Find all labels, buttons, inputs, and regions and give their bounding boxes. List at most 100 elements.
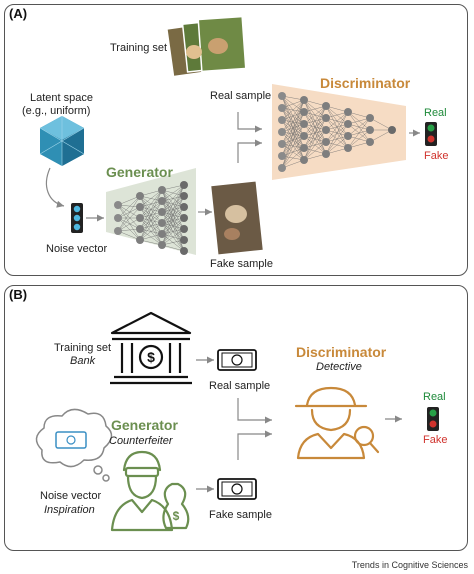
network-node (180, 192, 188, 200)
network-node (180, 214, 188, 222)
network-node (300, 144, 308, 152)
real-fake-indicator-b (427, 407, 439, 431)
network-edge (303, 129, 327, 161)
network-node (300, 108, 308, 116)
network-node (278, 164, 286, 172)
network-edge (117, 195, 141, 232)
fake-label-b: Fake (423, 434, 448, 446)
bank-icon (110, 311, 192, 385)
training-set-images (166, 15, 247, 78)
network-edge (161, 195, 185, 246)
journal-credit: Trends in Cognitive Sciences (351, 560, 468, 570)
network-edge (281, 99, 305, 157)
network-node (180, 236, 188, 244)
network-node (366, 138, 374, 146)
network-edge (161, 217, 185, 246)
network-edge (281, 99, 305, 145)
noise-vector-a (71, 203, 83, 233)
network-node (366, 126, 374, 134)
network-edge (281, 123, 305, 169)
network-node (114, 227, 122, 235)
network-node (300, 96, 308, 104)
fake-sample-label-a: Fake sample (210, 258, 273, 270)
network-edge (369, 117, 393, 131)
network-edge (139, 211, 163, 241)
network-edge (303, 141, 327, 161)
network-edge (117, 217, 141, 232)
latent-to-noise-arrow (45, 167, 65, 208)
network-edge (117, 204, 141, 241)
network-node (278, 92, 286, 100)
real-sample-label-b: Real sample (209, 380, 271, 392)
network-node (322, 126, 330, 134)
network-edge (139, 189, 163, 208)
network-node (158, 241, 166, 249)
network-edge (161, 228, 185, 246)
network-edge (281, 135, 305, 169)
counterfeiter-icon (110, 450, 190, 532)
network-node (136, 225, 144, 233)
network-node (278, 140, 286, 148)
latent-space-example: (e.g., uniform) (22, 105, 91, 117)
real-fake-indicator-a (425, 122, 437, 146)
network-edge (303, 105, 327, 149)
network-node (344, 144, 352, 152)
network-edge (139, 189, 163, 241)
inspiration-thought-bubble (35, 408, 113, 482)
generator-title-b: Generator (111, 417, 178, 433)
network-node (180, 225, 188, 233)
network-edge (281, 147, 305, 169)
network-edge (369, 129, 393, 143)
counterfeiter-label: Counterfeiter (109, 435, 173, 447)
real-banknote-icon (217, 349, 257, 371)
latent-space-label: Latent space (30, 92, 93, 104)
network-edge (303, 105, 327, 125)
network-edge (139, 222, 163, 241)
network-node (136, 203, 144, 211)
network-node (322, 114, 330, 122)
training-set-label-a: Training set (110, 42, 168, 54)
detective-label: Detective (316, 361, 362, 373)
network-node (344, 120, 352, 128)
network-node (158, 186, 166, 194)
generator-network (114, 181, 188, 255)
network-node (300, 120, 308, 128)
network-edge (303, 105, 327, 161)
network-edge (325, 111, 349, 155)
network-node (158, 197, 166, 205)
network-edge (139, 200, 163, 241)
network-node (278, 116, 286, 124)
network-node (278, 128, 286, 136)
network-node (322, 150, 330, 158)
discriminator-title-b: Discriminator (296, 344, 387, 360)
network-node (388, 126, 396, 134)
network-edge (161, 206, 185, 246)
panel-a-label: (A) (9, 6, 28, 21)
fake-banknote-icon (217, 478, 257, 500)
network-edge (347, 117, 371, 137)
network-node (344, 132, 352, 140)
network-edge (325, 111, 349, 131)
network-node (300, 156, 308, 164)
network-edge (117, 217, 141, 241)
bank-label: Bank (70, 355, 96, 367)
network-edge (347, 129, 371, 149)
discriminator-title-a: Discriminator (320, 75, 411, 91)
network-node (278, 152, 286, 160)
inspiration-banknote-icon (55, 431, 87, 449)
network-node (180, 247, 188, 255)
network-node (136, 214, 144, 222)
network-node (278, 104, 286, 112)
network-edge (281, 99, 305, 133)
training-set-label-b: Training set (54, 342, 112, 354)
noise-vector-label-b: Noise vector (40, 490, 102, 502)
bank-dollar-sign: $ (147, 349, 155, 365)
network-edge (117, 206, 141, 219)
network-edge (325, 111, 349, 143)
network-edge (139, 189, 163, 230)
network-node (344, 108, 352, 116)
panel-b-label: (B) (9, 287, 28, 302)
fake-label-a: Fake (424, 150, 449, 162)
detective-icon (294, 386, 380, 460)
